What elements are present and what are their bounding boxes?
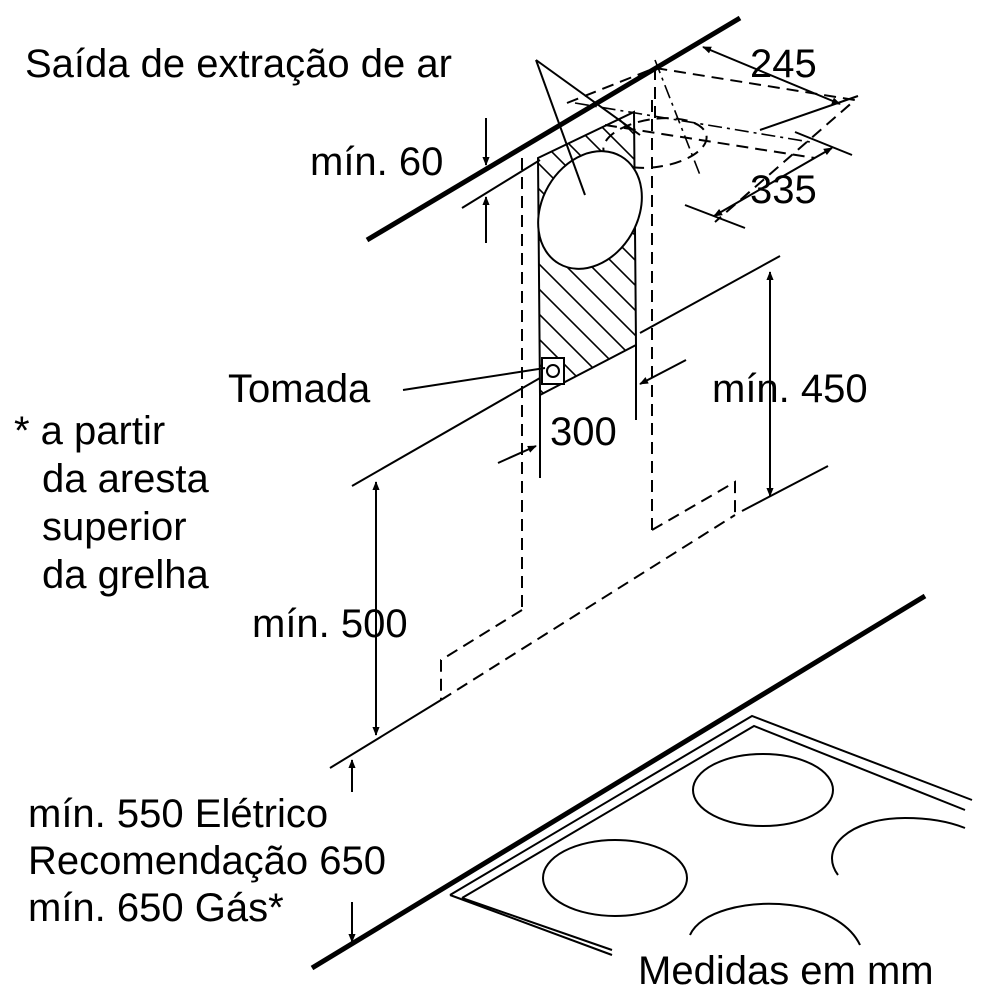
leader-lines (402, 59, 641, 391)
footnote-line-1: * a partir (14, 409, 166, 453)
dimension-min-450 (639, 255, 829, 512)
dimension-335 (684, 131, 853, 229)
min-500-label: mín. 500 (252, 602, 408, 646)
recommendation-650-label: Recomendação 650 (28, 839, 387, 883)
footnote-line-2: da aresta (42, 457, 209, 501)
units-label: Medidas em mm (638, 949, 934, 993)
dimension-245 (702, 46, 859, 131)
exhaust-outlet-label: Saída de extração de ar (25, 42, 452, 86)
dimension-min-500 (329, 377, 541, 769)
socket-label: Tomada (228, 367, 371, 411)
burner-front-right (689, 902, 861, 946)
min-450-label: mín. 450 (712, 367, 868, 411)
min-650-gas-label: mín. 650 Gás* (28, 886, 284, 930)
burner-back-left (692, 753, 834, 827)
dimension-335-label: 335 (750, 168, 817, 212)
min-60-label: mín. 60 (310, 140, 444, 184)
dimension-245-label: 245 (750, 42, 817, 86)
dimension-300-label: 300 (550, 410, 617, 454)
footnote-line-3: superior (42, 505, 187, 549)
burner-front-left (542, 839, 688, 917)
chimney-dashed-outline (440, 100, 736, 701)
burner-back-right (831, 816, 966, 876)
ceiling-line (365, 15, 742, 243)
cooktop (449, 714, 973, 956)
dimension-min-60 (461, 118, 541, 243)
cooktop-edge-line (310, 593, 927, 971)
min-550-electric-label: mín. 550 Elétrico (28, 792, 329, 836)
footnote-line-4: da grelha (42, 553, 209, 597)
dimension-300 (497, 345, 687, 478)
